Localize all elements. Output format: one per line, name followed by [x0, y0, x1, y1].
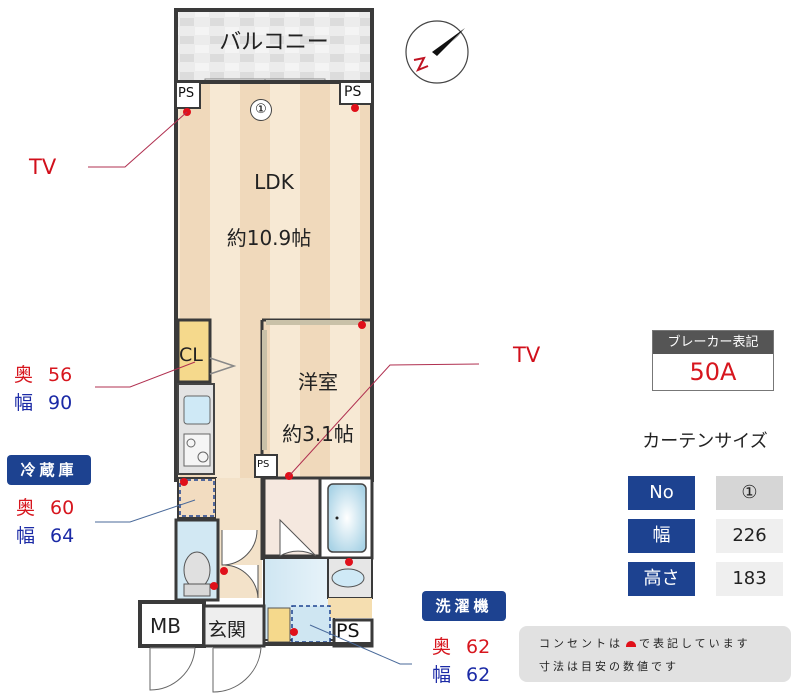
ps-bottom-box — [332, 618, 374, 648]
balcony-label: バルコニー — [219, 30, 329, 55]
entrance — [202, 604, 266, 648]
curtain-key: 幅 — [628, 519, 695, 553]
outlet — [180, 478, 188, 486]
curtain-row: 幅 226 — [628, 519, 783, 553]
washer-tag: 洗濯機 — [422, 591, 506, 621]
ldk-label: LDK — [254, 170, 294, 194]
ps-label-mid: PS — [257, 459, 270, 470]
meter-box — [138, 600, 206, 648]
curtain-key: 高さ — [628, 562, 695, 596]
curtain-row: 高さ 183 — [628, 562, 783, 596]
curtain-table: No ① 幅 226 高さ 183 — [628, 476, 783, 596]
meter-box-label: MB — [150, 614, 181, 638]
width-value: 64 — [50, 525, 75, 547]
width-value: 62 — [466, 664, 491, 686]
width-key: 幅 — [16, 525, 36, 547]
closet-dimensions: 奥 56 幅 90 — [14, 361, 72, 417]
breaker-value: 50A — [653, 354, 773, 390]
washer-dimensions: 奥 62 幅 62 — [432, 633, 490, 689]
tv-left-leader — [88, 111, 188, 168]
compass-icon — [405, 20, 469, 84]
breaker-title: ブレーカー表記 — [653, 331, 773, 354]
bathtub — [327, 483, 367, 553]
tv-label-left: TV — [29, 155, 57, 179]
western-room-sliding-door-top — [266, 320, 362, 325]
width-key: 幅 — [14, 392, 34, 414]
notes-box: コンセントはで表記しています 寸法は目安の数値です — [519, 626, 791, 682]
curtain-value: 183 — [716, 562, 783, 596]
outlet — [345, 558, 353, 566]
tv-right-leader — [288, 363, 480, 477]
closet-label: CL — [179, 344, 203, 366]
width-key: 幅 — [432, 664, 452, 686]
fridge-leader — [95, 499, 196, 523]
outlet — [220, 567, 228, 575]
ps-box-top-right — [339, 81, 373, 105]
outlet-legend-icon — [626, 641, 636, 647]
fridge-dimensions: 奥 60 幅 64 — [16, 494, 74, 550]
curtain-row: No ① — [628, 476, 783, 510]
notes-line-1: コンセントはで表記しています — [539, 637, 751, 650]
western-room-floor — [262, 320, 372, 478]
ps-box-top-left — [175, 81, 201, 109]
depth-key: 奥 — [14, 364, 34, 386]
depth-value: 60 — [50, 497, 75, 519]
ps-box-mid — [254, 454, 278, 478]
depth-key: 奥 — [16, 497, 36, 519]
washer-space — [291, 605, 331, 643]
entrance-label: 玄関 — [208, 619, 247, 641]
outlet — [210, 582, 218, 590]
tv-label-right: TV — [513, 343, 541, 367]
ldk-size: 約10.9帖 — [226, 226, 312, 250]
kitchen-sink — [183, 395, 211, 425]
western-room-size: 約3.1帖 — [282, 422, 354, 446]
curtain-value: 226 — [716, 519, 783, 553]
depth-value: 62 — [466, 636, 491, 658]
outlet — [358, 321, 366, 329]
depth-value: 56 — [48, 364, 73, 386]
notes-line-2: 寸法は目安の数値です — [539, 660, 679, 673]
fridge-tag: 冷蔵庫 — [7, 455, 91, 485]
western-room-sliding-door-side — [262, 330, 267, 450]
ps-label-top-left: PS — [178, 86, 195, 101]
curtain-title: カーテンサイズ — [642, 431, 768, 452]
closet-area — [176, 318, 212, 384]
curtain-key: No — [628, 476, 695, 510]
ps-label-top-right: PS — [344, 84, 362, 100]
breaker-box: ブレーカー表記 50A — [652, 330, 774, 391]
window-number-marker: ① — [250, 99, 272, 121]
outlet — [290, 628, 298, 636]
width-value: 90 — [48, 392, 73, 414]
washer-leader — [309, 624, 412, 665]
balcony-area — [174, 8, 374, 84]
curtain-value: ① — [716, 476, 783, 510]
shoe-box — [267, 607, 291, 643]
western-room-label: 洋室 — [298, 370, 338, 394]
closet-leader — [95, 361, 196, 388]
outlet — [351, 104, 359, 112]
ps-label-bottom: PS — [336, 620, 360, 642]
depth-key: 奥 — [432, 636, 452, 658]
